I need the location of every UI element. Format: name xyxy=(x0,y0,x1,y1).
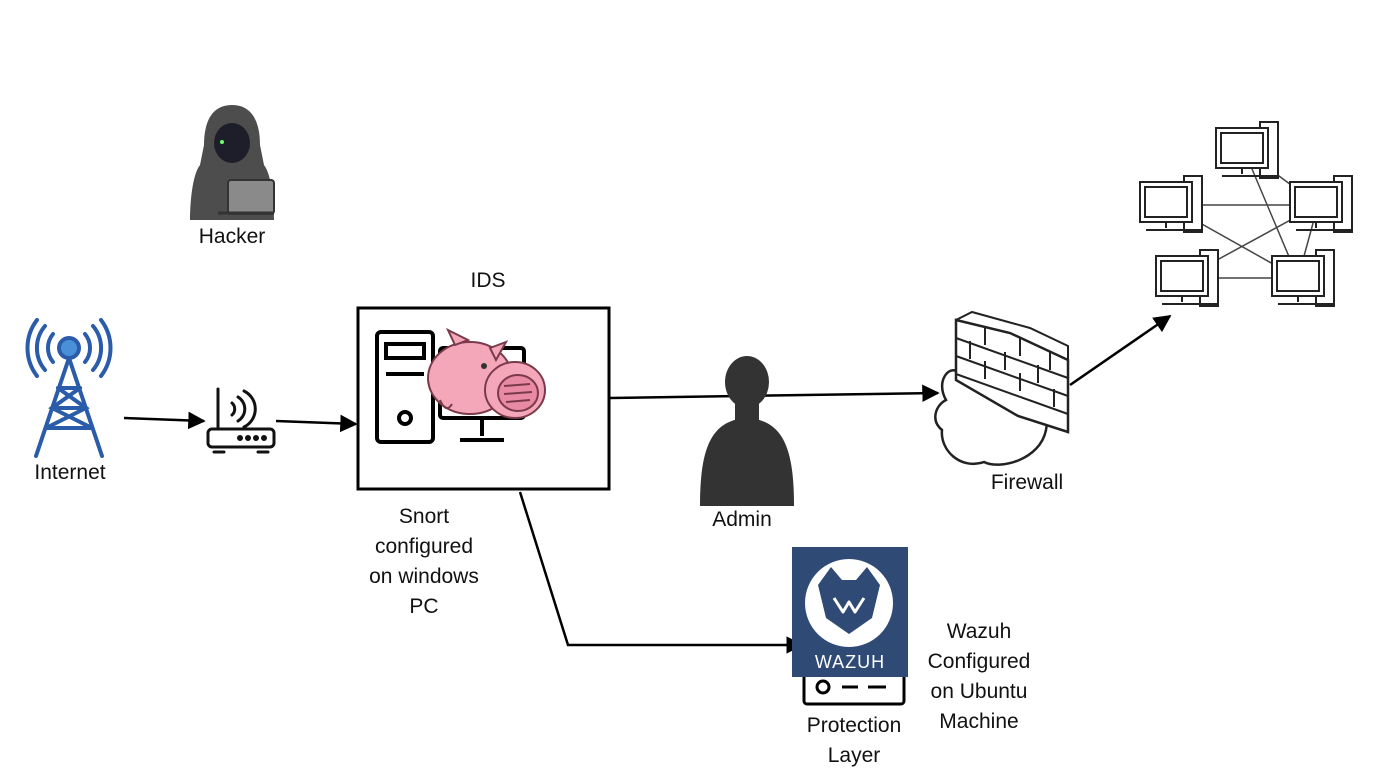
wazuh-logo-text: WAZUH xyxy=(815,652,885,672)
ids-title: IDS xyxy=(470,269,506,292)
ids-caption: Snort configured on windows PC xyxy=(369,505,479,618)
network-pc-3 xyxy=(1289,175,1353,233)
radio-tower-icon xyxy=(25,318,113,458)
connector-internet-router xyxy=(123,411,206,430)
connector-ids-firewall xyxy=(609,384,940,402)
snort-pig-icon xyxy=(427,327,546,419)
server-icon xyxy=(802,668,906,706)
admin-label: Admin xyxy=(712,508,772,531)
connector-firewall-network xyxy=(1069,314,1172,387)
network-pc-2 xyxy=(1139,175,1203,233)
network-pc-4 xyxy=(1155,249,1219,307)
wazuh-logo-icon: WAZUH xyxy=(792,547,908,677)
firewall-icon xyxy=(934,310,1070,466)
protection-layer-label: Protection Layer xyxy=(806,714,902,767)
firewall-label: Firewall xyxy=(990,471,1064,494)
admin-silhouette-icon xyxy=(700,356,794,506)
hacker-label: Hacker xyxy=(198,225,266,248)
network-pc-5 xyxy=(1271,249,1335,307)
network-pc-1 xyxy=(1215,121,1279,179)
connector-ids-wazuh xyxy=(518,491,804,654)
wifi-router-icon xyxy=(206,387,276,454)
connector-router-ids xyxy=(275,414,358,433)
wazuh-caption: Wazuh Configured on Ubuntu Machine xyxy=(927,620,1031,733)
internet-label: Internet xyxy=(34,461,106,484)
hacker-icon xyxy=(190,105,275,220)
network-computers-icon xyxy=(1139,121,1353,307)
